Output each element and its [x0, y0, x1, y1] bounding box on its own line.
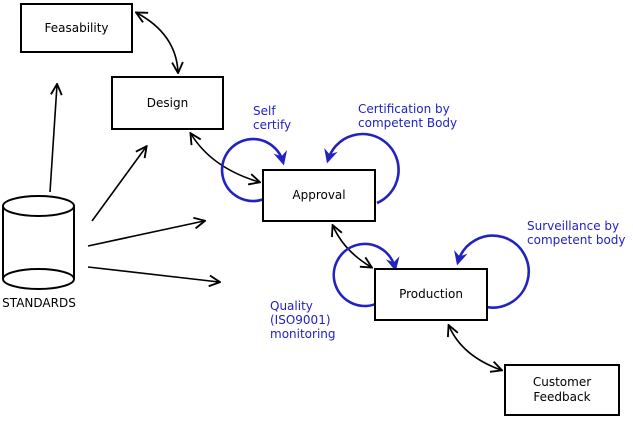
arrow-production-customer-feedback	[449, 326, 501, 370]
arrow-standards-to-design	[91, 147, 146, 222]
arrow-design-approval	[191, 134, 259, 182]
self-loop-surveillance	[454, 234, 530, 309]
annotation-quality-monitoring: Quality (ISO9001) monitoring	[270, 299, 336, 341]
annotation-surveillance-line2: competent body	[527, 233, 626, 247]
node-design: Design	[111, 76, 224, 130]
self-loop-quality-monitoring	[332, 242, 400, 308]
annotation-self-certify-line1: Self	[253, 104, 276, 118]
node-approval-label: Approval	[292, 188, 346, 202]
node-feasability: Feasability	[20, 3, 133, 53]
annotation-surveillance-line1: Surveillance by	[527, 219, 620, 233]
arrow-standards-to-approval	[87, 221, 204, 247]
annotation-certification-line2: competent Body	[358, 116, 458, 130]
node-approval: Approval	[262, 169, 376, 222]
node-production-label: Production	[399, 287, 463, 301]
standards-cylinder-shape	[2, 195, 75, 290]
annotation-surveillance: Surveillance by competent body	[527, 219, 626, 247]
node-production: Production	[374, 268, 488, 321]
annotation-quality-line1: Quality	[270, 299, 313, 313]
self-loop-certification	[324, 132, 400, 205]
arrow-standards-to-production	[87, 266, 219, 282]
annotation-quality-line2: (ISO9001)	[270, 313, 331, 327]
self-loop-self-certify	[220, 137, 288, 203]
standards-label: STANDARDS	[2, 296, 76, 310]
annotation-certification-line1: Certification by	[358, 102, 450, 116]
annotation-self-certify-line2: certify	[253, 118, 292, 132]
node-feasability-label: Feasability	[44, 20, 109, 35]
node-customer-feedback: Customer Feedback	[504, 364, 620, 416]
node-customer-feedback-label-line1: Customer	[532, 375, 592, 389]
annotation-certification: Certification by competent Body	[358, 102, 457, 130]
annotation-quality-line3: monitoring	[270, 327, 336, 341]
annotation-self-certify: Self certify	[253, 104, 291, 132]
arrow-standards-to-feasability	[49, 85, 57, 193]
arrow-feasability-design	[137, 13, 178, 72]
node-design-label: Design	[146, 95, 189, 110]
node-customer-feedback-label-line2: Feedback	[533, 390, 591, 404]
